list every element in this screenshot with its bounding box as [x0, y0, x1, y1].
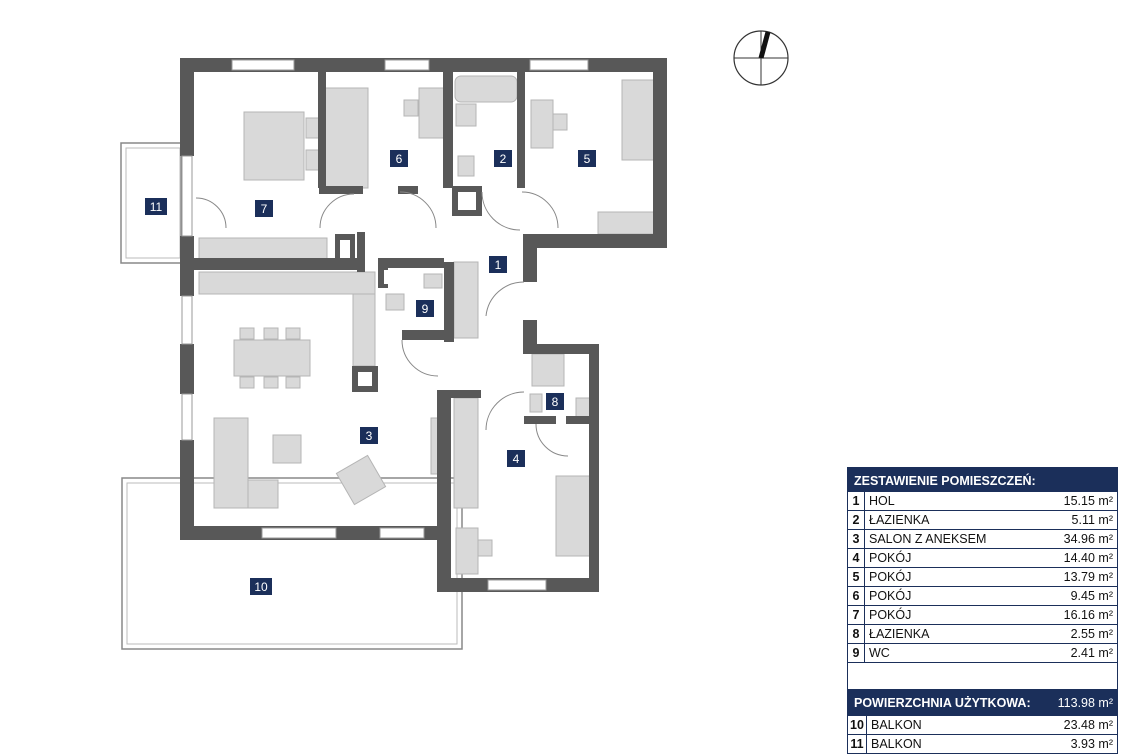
double-bed	[243, 111, 305, 181]
shafts	[340, 192, 586, 386]
desk	[530, 99, 554, 149]
sofa	[213, 417, 249, 509]
balcony-10-inner	[126, 482, 458, 645]
wardrobe	[453, 397, 479, 509]
compass-icon	[733, 30, 789, 86]
balcony-11	[120, 142, 182, 264]
washbasin	[529, 393, 543, 413]
room-label-3: 3	[360, 427, 378, 444]
bathtub	[454, 75, 518, 103]
room-label-5: 5	[578, 150, 596, 167]
chair	[263, 327, 279, 340]
wardrobe	[323, 87, 369, 189]
balcony-11-inner	[125, 147, 181, 259]
chair	[239, 327, 255, 340]
room-label-9: 9	[416, 300, 434, 317]
chair	[285, 327, 301, 340]
dining-table	[233, 339, 311, 377]
balcony-10	[121, 477, 463, 650]
washbasin	[423, 273, 443, 289]
room-label-1: 1	[489, 256, 507, 273]
sofa-end	[247, 479, 279, 509]
chair	[263, 376, 279, 389]
coffee-table	[272, 434, 302, 464]
washbasin	[455, 103, 477, 127]
single-bed	[555, 475, 593, 557]
wardrobe	[453, 261, 479, 339]
shower	[531, 353, 565, 387]
desk	[455, 527, 479, 575]
chair	[403, 99, 419, 117]
nightstand	[305, 117, 321, 139]
single-bed	[621, 79, 659, 161]
room-label-7: 7	[255, 200, 273, 217]
windows	[181, 59, 589, 591]
room-label-6: 6	[390, 150, 408, 167]
floor-plan	[120, 30, 789, 650]
nightstand	[305, 149, 321, 171]
chair	[477, 539, 493, 557]
chair	[239, 376, 255, 389]
door-swings	[195, 191, 569, 457]
wardrobe	[198, 237, 328, 261]
room-label-8: 8	[546, 393, 564, 410]
room-label-4: 4	[507, 450, 525, 467]
table-title: ZESTAWIENIE POMIESZCZEŃ:	[848, 468, 1117, 492]
chair	[285, 376, 301, 389]
wardrobe	[597, 211, 659, 235]
room-label-2: 2	[494, 150, 512, 167]
armchair	[335, 454, 387, 506]
chair	[552, 113, 568, 131]
table-spacer	[848, 663, 1117, 690]
toilet	[457, 155, 475, 177]
toilet	[385, 293, 405, 311]
kitchen-counter	[352, 293, 376, 367]
kitchen-counter	[198, 271, 376, 295]
usable-area-row: POWIERZCHNIA UŻYTKOWA:113.98 m²	[848, 690, 1117, 716]
room-label-10: 10	[250, 578, 272, 595]
room-label-11: 11	[145, 198, 167, 215]
desk	[418, 87, 445, 139]
